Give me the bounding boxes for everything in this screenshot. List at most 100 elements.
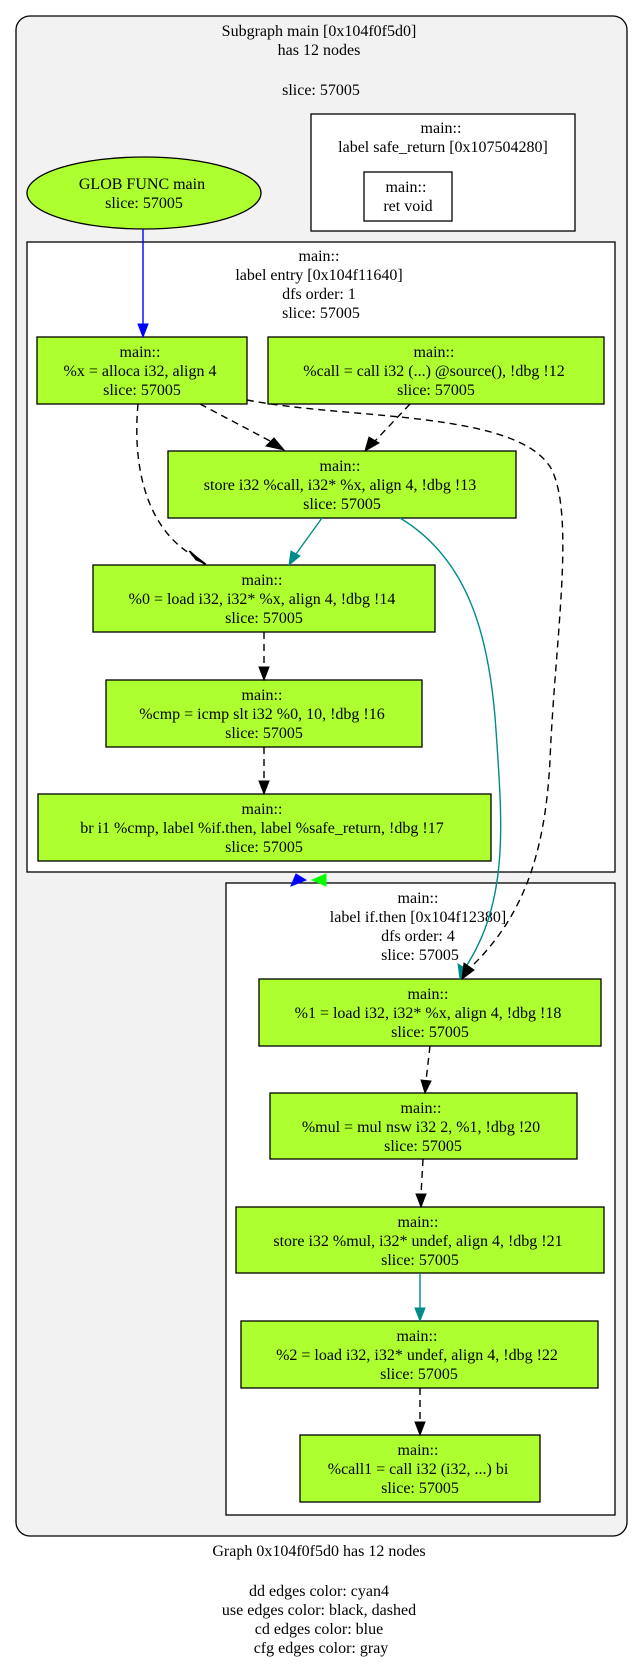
call1-node-text: main:: %call1 = call i32 (i32, ...) bi s… <box>328 1442 513 1497</box>
load-1-node-line: %1 = load i32, i32* %x, align 4, !dbg !1… <box>295 1005 562 1022</box>
store-mul-node-line: slice: 57005 <box>381 1252 459 1269</box>
call1-node-line: main:: <box>398 1442 439 1459</box>
alloca-x-node <box>36 336 248 405</box>
use-edge-arrowhead <box>420 1079 432 1095</box>
use-edge <box>199 403 273 443</box>
ret-void-node-text: main:: ret void <box>383 179 432 215</box>
use-edge-arrowhead <box>414 1421 426 1437</box>
graph-legend: Graph 0x104f0f5d0 has 12 nodes dd edges … <box>212 1543 429 1657</box>
graph-legend-line: use edges color: black, dashed <box>222 1602 416 1619</box>
load-2-node-line: main:: <box>397 1328 438 1345</box>
graph-legend-line: dd edges color: cyan4 <box>249 1583 389 1600</box>
store-call-node-line: slice: 57005 <box>303 496 381 513</box>
graph-legend-line: Graph 0x104f0f5d0 has 12 nodes <box>212 1543 425 1560</box>
mul-node-text: main:: %mul = mul nsw i32 2, %1, !dbg !2… <box>302 1100 544 1155</box>
label-if-then-title: main:: label if.then [0x104f12380] dfs o… <box>330 890 510 964</box>
cd-edge-arrowhead <box>137 323 149 339</box>
call-source-node-line: main:: <box>414 344 455 361</box>
glob-func-main-text: GLOB FUNC main slice: 57005 <box>79 176 209 212</box>
use-edge-arrowhead <box>364 436 380 453</box>
load-2-node-line: slice: 57005 <box>380 1366 458 1383</box>
store-call-node-line: store i32 %call, i32* %x, align 4, !dbg … <box>204 477 476 494</box>
icmp-cmp-node-line: slice: 57005 <box>225 725 303 742</box>
alloca-x-node-text: main:: %x = alloca i32, align 4 slice: 5… <box>64 344 221 399</box>
load-0-node-line: main:: <box>242 572 283 589</box>
use-edge-arrowhead <box>188 550 207 565</box>
branch-node-line: slice: 57005 <box>225 839 303 856</box>
cd-edge-arrowhead <box>290 873 308 887</box>
use-edge-arrowhead <box>258 666 270 682</box>
icmp-cmp-node <box>105 679 423 748</box>
label-entry-title: main:: label entry [0x104f11640] dfs ord… <box>235 248 406 322</box>
mul-node-line: %mul = mul nsw i32 2, %1, !dbg !20 <box>302 1119 540 1136</box>
label-if-then-title-line: main:: <box>398 890 439 907</box>
call1-node <box>299 1434 541 1503</box>
label-entry-title-line: dfs order: 1 <box>282 286 356 303</box>
call1-node-line: %call1 = call i32 (i32, ...) bi <box>328 1461 509 1478</box>
mul-node-line: slice: 57005 <box>384 1138 462 1155</box>
load-0-node <box>92 564 436 633</box>
ret-void-node-line: ret void <box>383 198 432 215</box>
load-2-node <box>240 1320 599 1389</box>
mul-node-line: main:: <box>401 1100 442 1117</box>
subgraph-main-title-line: slice: 57005 <box>282 82 360 99</box>
alloca-x-node-line: %x = alloca i32, align 4 <box>64 363 217 380</box>
branch-node <box>37 793 492 862</box>
store-mul-node-line: main:: <box>398 1214 439 1231</box>
label-if-then-title-line: label if.then [0x104f12380] <box>330 909 506 926</box>
call-source-node-line: slice: 57005 <box>397 382 475 399</box>
label-safe-return-title-line: main:: <box>421 120 462 137</box>
label-if-then-title-line: dfs order: 4 <box>381 928 455 945</box>
mul-node <box>269 1092 578 1160</box>
use-edge-arrowhead <box>415 1193 427 1209</box>
load-1-node-text: main:: %1 = load i32, i32* %x, align 4, … <box>295 986 566 1041</box>
icmp-cmp-node-text: main:: %cmp = icmp slt i32 %0, 10, !dbg … <box>139 687 388 742</box>
cfg-edge-arrowhead <box>310 873 327 887</box>
use-edge-arrowhead <box>265 437 286 451</box>
use-edge <box>246 399 564 969</box>
use-edge-arrowhead <box>258 780 270 796</box>
label-safe-return-title-line: label safe_return [0x107504280] <box>338 139 548 156</box>
load-1-node-line: slice: 57005 <box>391 1024 469 1041</box>
store-call-node-line: main:: <box>320 458 361 475</box>
label-entry-title-line: slice: 57005 <box>282 305 360 322</box>
store-mul-node-line: store i32 %mul, i32* undef, align 4, !db… <box>273 1233 562 1250</box>
icmp-cmp-node-line: %cmp = icmp slt i32 %0, 10, !dbg !16 <box>139 706 384 723</box>
glob-func-main-line: GLOB FUNC main <box>79 176 205 193</box>
ret-void-node-line: main:: <box>386 179 427 196</box>
graph-legend-line: cfg edges color: gray <box>254 1640 389 1657</box>
store-mul-node <box>235 1206 605 1274</box>
use-edge <box>425 1045 431 1082</box>
load-0-node-line: %0 = load i32, i32* %x, align 4, !dbg !1… <box>129 591 396 608</box>
graph-legend-line: cd edges color: blue <box>255 1621 383 1638</box>
load-2-node-text: main:: %2 = load i32, i32* undef, align … <box>276 1328 562 1383</box>
alloca-x-node-line: main:: <box>120 344 161 361</box>
use-edge-arrowhead <box>461 962 475 981</box>
load-0-node-text: main:: %0 = load i32, i32* %x, align 4, … <box>129 572 400 627</box>
alloca-x-node-line: slice: 57005 <box>103 382 181 399</box>
subgraph-main-title-line: Subgraph main [0x104f0f5d0] <box>222 23 417 40</box>
subgraph-main-title-line: has 12 nodes <box>278 42 361 59</box>
use-edge <box>374 403 411 442</box>
dd-edge <box>399 517 502 969</box>
glob-func-main-node <box>26 156 262 230</box>
label-entry-title-line: main:: <box>299 248 340 265</box>
load-1-node <box>258 978 602 1047</box>
branch-node-text: main:: br i1 %cmp, label %if.then, label… <box>80 801 447 856</box>
branch-node-line: br i1 %cmp, label %if.then, label %safe_… <box>80 820 443 837</box>
label-entry-title-line: label entry [0x104f11640] <box>235 267 402 284</box>
store-call-node <box>167 450 517 519</box>
label-if-then-title-line: slice: 57005 <box>381 947 459 964</box>
call-source-node <box>267 336 605 405</box>
dd-edge-arrowhead <box>414 1307 426 1323</box>
load-2-node-line: %2 = load i32, i32* undef, align 4, !dbg… <box>276 1347 558 1364</box>
call-source-node-text: main:: %call = call i32 (...) @source(),… <box>303 344 568 399</box>
dd-edge-arrowhead <box>288 550 301 567</box>
load-0-node-line: slice: 57005 <box>225 610 303 627</box>
load-1-node-line: main:: <box>408 986 449 1003</box>
ret-void-node <box>363 171 453 222</box>
dd-edge <box>295 517 323 555</box>
call-source-node-line: %call = call i32 (...) @source(), !dbg !… <box>303 363 564 380</box>
label-safe-return-title: main:: label safe_return [0x107504280] <box>338 120 548 156</box>
